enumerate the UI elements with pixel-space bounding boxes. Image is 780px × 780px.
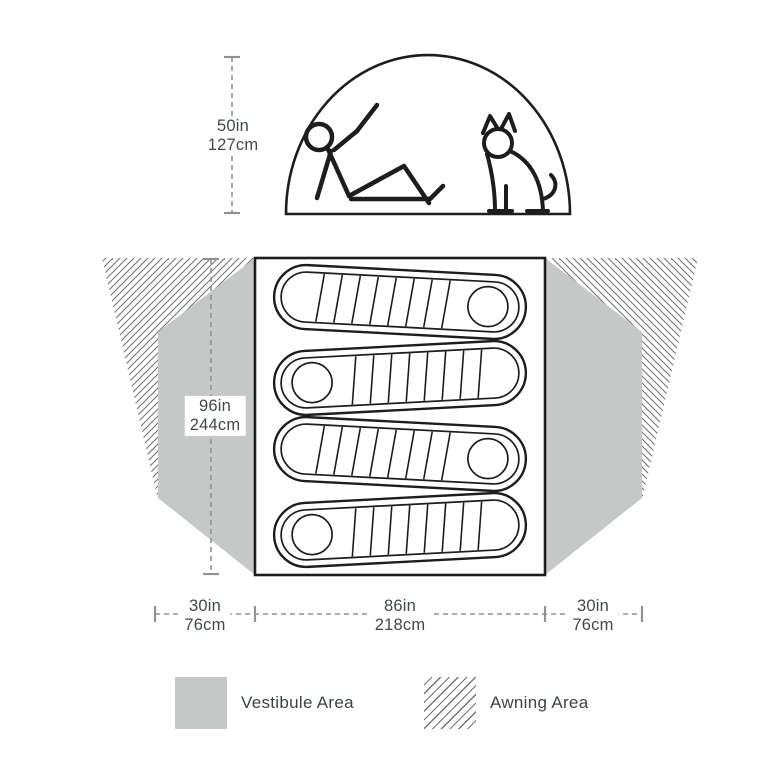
sleeping-bag-icon: [271, 262, 529, 342]
sleeping-bag-icon: [271, 338, 529, 418]
sleeping-bag-icon: [271, 490, 529, 570]
dome-outline: [284, 53, 572, 216]
dim-vestibule-left-in: 30in: [189, 596, 221, 615]
dim-dome-height-in: 50in: [217, 116, 249, 135]
legend-item-vestibule: Vestibule Area: [175, 677, 354, 729]
dim-label-vestibule-left-width: 30in 76cm: [179, 595, 231, 637]
dim-dome-height-cm: 127cm: [207, 136, 259, 154]
dim-dome-height-line: [224, 55, 240, 215]
person-icon: [303, 102, 446, 206]
vestibule-swatch: [175, 677, 227, 729]
dim-floor-width-cm: 218cm: [374, 616, 426, 634]
awning-swatch: [424, 677, 476, 729]
sleeping-bag-icon: [271, 414, 529, 494]
legend-item-awning: Awning Area: [424, 677, 588, 729]
dim-label-floor-width: 86in 218cm: [369, 595, 431, 637]
dim-floor-width-in: 86in: [384, 596, 416, 615]
awning-legend-label: Awning Area: [490, 693, 589, 712]
dim-vestibule-left-cm: 76cm: [184, 616, 226, 634]
dim-floor-length-in: 96in: [199, 396, 231, 415]
dim-vestibule-right-cm: 76cm: [572, 616, 614, 634]
dog-icon: [481, 112, 558, 213]
dim-vestibule-right-in: 30in: [577, 596, 609, 615]
dim-floor-length-cm: 244cm: [189, 416, 241, 434]
dim-label-floor-length: 96in 244cm: [184, 395, 246, 437]
vestibule-area-right: [545, 258, 642, 575]
vestibule-legend-label: Vestibule Area: [241, 693, 354, 712]
dim-label-vestibule-right-width: 30in 76cm: [567, 595, 619, 637]
dim-label-dome-height: 50in 127cm: [202, 115, 264, 157]
